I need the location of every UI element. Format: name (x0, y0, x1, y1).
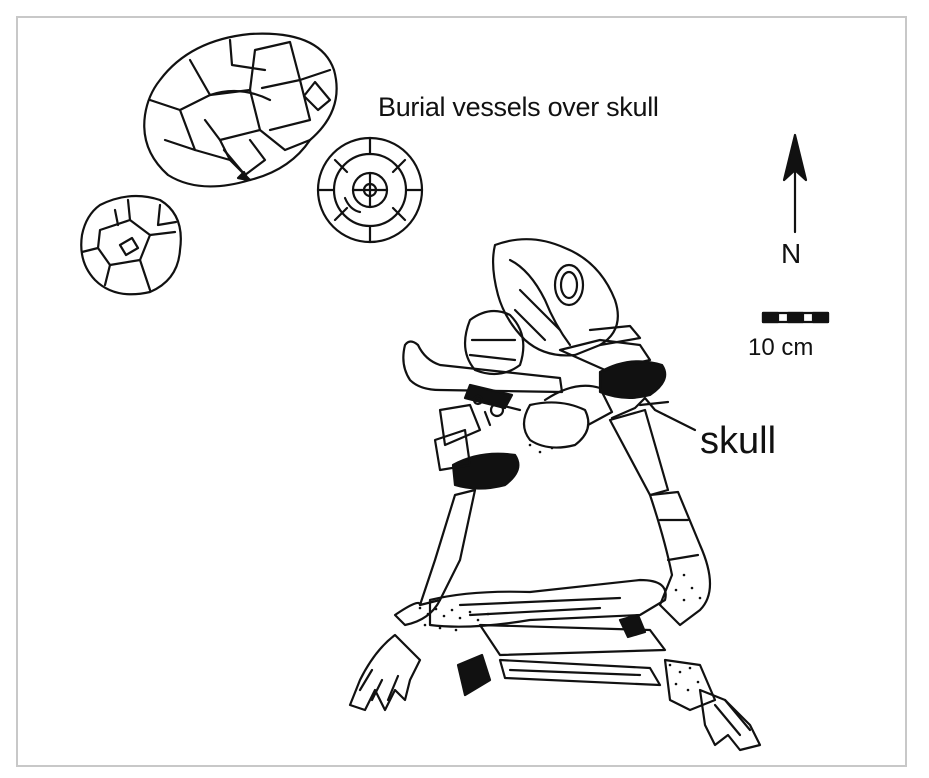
skull-label: skull (700, 420, 777, 462)
burial-vessels-caption: Burial vessels over skull (378, 92, 659, 122)
north-label: N (781, 238, 802, 269)
scale-label: 10 cm (748, 334, 814, 361)
north-arrow-icon (782, 133, 808, 234)
figure-frame (16, 16, 907, 767)
skeleton-drawing (348, 238, 762, 752)
burial-vessel-small (80, 194, 182, 296)
scale-bar (761, 311, 830, 324)
burial-vessel-medium (316, 136, 424, 244)
burial-vessel-large (143, 32, 338, 188)
